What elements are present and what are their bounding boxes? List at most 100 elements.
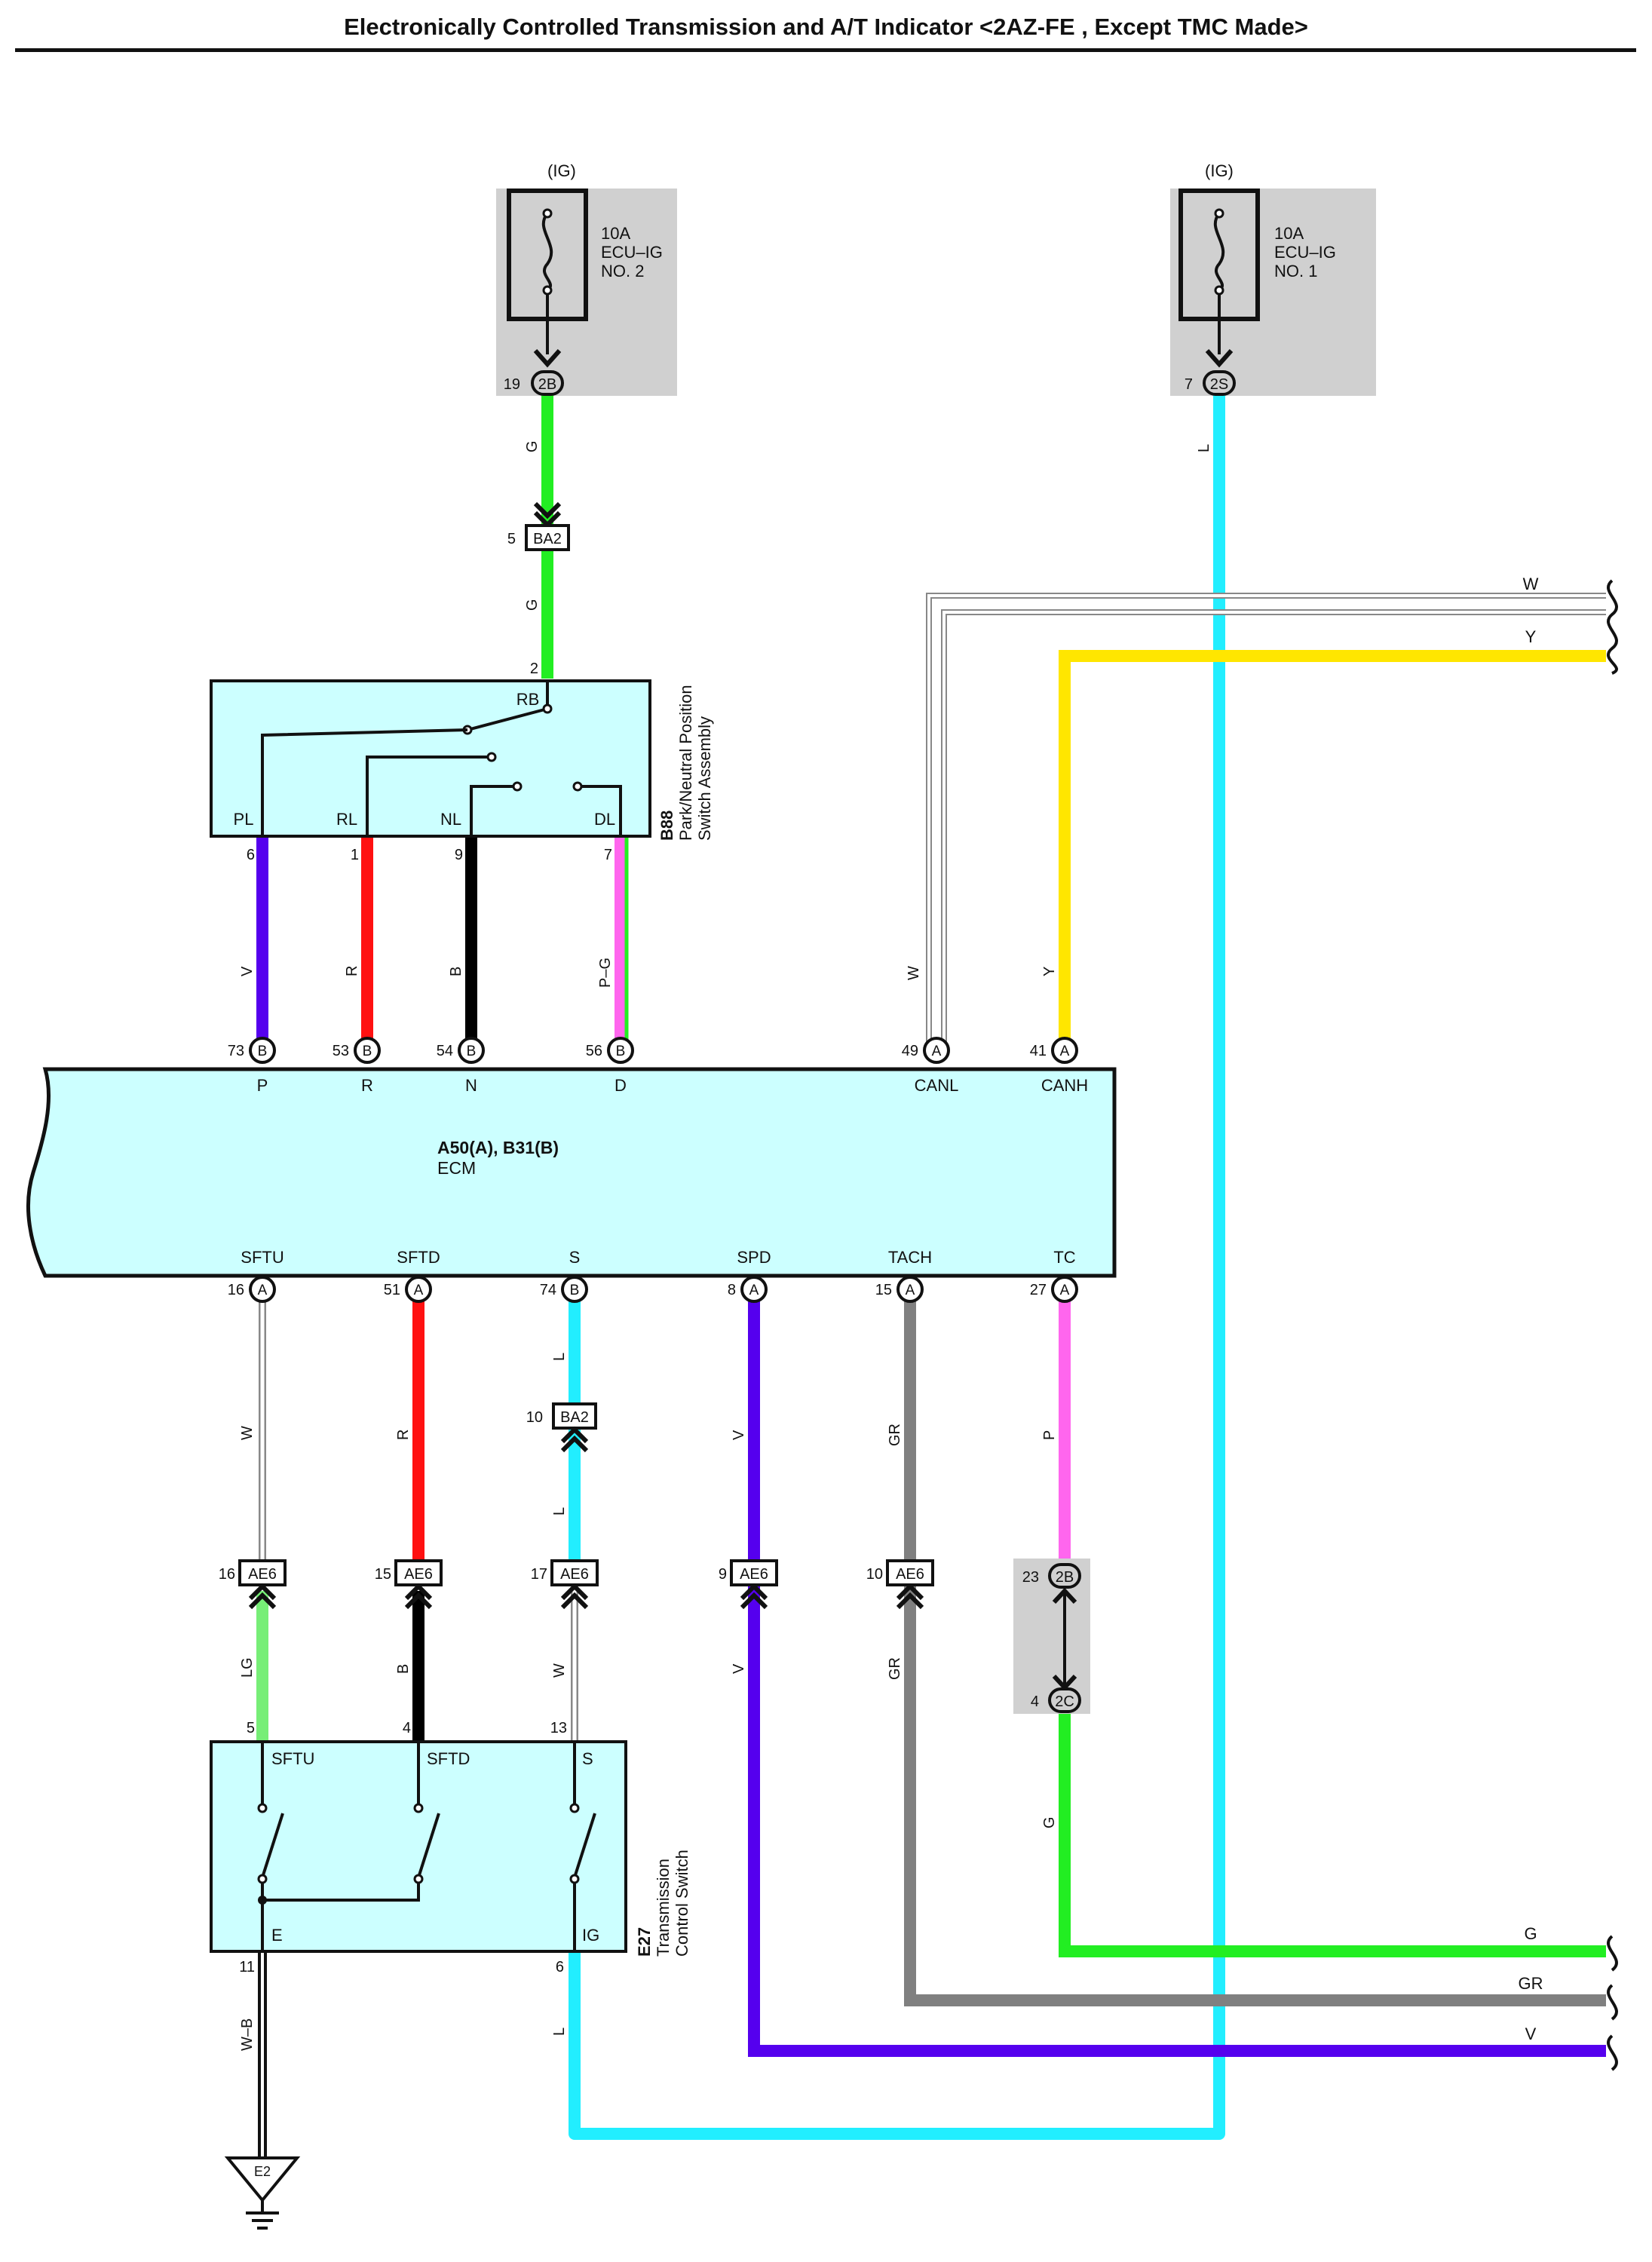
ecm-pin: B 53R xyxy=(333,1037,381,1095)
wire-color-label: R xyxy=(395,1430,412,1440)
wire-tc-g xyxy=(1059,1712,1606,1957)
wire-color-label: G xyxy=(524,440,541,452)
chevron-icon xyxy=(560,1592,589,1610)
edge-wire-label: W xyxy=(1523,575,1539,593)
pin-number: 17 xyxy=(531,1566,547,1583)
connector-letter: A xyxy=(932,1044,942,1059)
chevron-icon xyxy=(560,1583,589,1601)
fuse-name: ECU–IG xyxy=(601,243,663,262)
connector-letter: B xyxy=(616,1044,626,1059)
connector-letter: B xyxy=(258,1044,268,1059)
edge-wire-label: GR xyxy=(1519,1974,1543,1993)
wire-w xyxy=(941,609,1606,1058)
terminal-label: SFTU xyxy=(271,1749,314,1768)
terminal-label: S xyxy=(582,1749,593,1768)
ecm-terminal-label: R xyxy=(361,1076,373,1095)
fuse-terminal-top xyxy=(1214,208,1224,219)
pin-number: 53 xyxy=(333,1043,349,1059)
component-code: E27 xyxy=(635,1927,654,1957)
break-mark-icon xyxy=(1607,1935,1618,1972)
switch-contact xyxy=(413,1803,424,1813)
component-code: B88 xyxy=(657,811,676,841)
fuse-icon xyxy=(1213,212,1225,292)
connector-label: 2S xyxy=(1210,376,1228,393)
component-name: Park/Neutral Position xyxy=(676,685,695,841)
break-mark-icon xyxy=(1607,579,1618,675)
wire-color-label: L xyxy=(551,1353,568,1361)
chevron-icon xyxy=(404,1592,433,1610)
fuse-number: NO. 2 xyxy=(601,262,644,280)
connector-label: BA2 xyxy=(533,531,562,547)
chevron-icon xyxy=(896,1592,924,1610)
chevron-icon xyxy=(740,1583,768,1601)
wire-color-label: GR xyxy=(887,1657,903,1680)
switch-common-line xyxy=(261,1883,420,1902)
pin-number: 1 xyxy=(351,847,359,863)
pin-number: 10 xyxy=(526,1409,543,1426)
pin-number: 5 xyxy=(247,1720,255,1736)
pin-number: 9 xyxy=(455,847,463,863)
fuse-rating: 10A xyxy=(1274,224,1304,243)
pin-number: 27 xyxy=(1030,1282,1047,1298)
connector-letter: B xyxy=(467,1044,477,1059)
connector-2b xyxy=(531,370,564,396)
fuse-power-label: (IG) xyxy=(547,161,576,180)
fuse-terminal-bottom xyxy=(542,285,553,296)
fuse-number: NO. 1 xyxy=(1274,262,1317,280)
ecm-terminal-label: CANH xyxy=(1041,1076,1088,1095)
connector-2s xyxy=(1203,370,1236,396)
wire-color-label: B xyxy=(395,1664,412,1674)
ground-icon xyxy=(224,2156,301,2203)
pin-number: 15 xyxy=(375,1566,391,1583)
wire-color-label: L xyxy=(551,2028,568,2036)
pin-number: 6 xyxy=(556,1959,564,1975)
switch-contact xyxy=(486,752,497,762)
component-name: Control Switch xyxy=(673,1850,691,1957)
connector-label: AE6 xyxy=(896,1566,924,1583)
terminal-label: SFTD xyxy=(427,1749,470,1768)
wire-color-label: G xyxy=(524,599,541,611)
pin-connector-circle xyxy=(1051,1037,1078,1064)
switch-line-dl xyxy=(581,785,622,837)
pin-number: 4 xyxy=(403,1720,411,1736)
connector-label: AE6 xyxy=(740,1566,768,1583)
pin-number: 16 xyxy=(219,1566,235,1583)
fuse-rating: 10A xyxy=(601,224,630,243)
terminal-label: IG xyxy=(582,1926,599,1945)
connector-letter: B xyxy=(363,1044,372,1059)
connector-letter: A xyxy=(749,1283,759,1298)
pin-number: 15 xyxy=(875,1282,892,1298)
switch-contact xyxy=(572,781,583,792)
chevron-icon xyxy=(560,1435,589,1453)
pin-number: 8 xyxy=(728,1282,736,1298)
pin-connector-circle xyxy=(458,1037,485,1064)
fuse-arrow-icon xyxy=(1205,349,1234,368)
pin-number: 5 xyxy=(507,531,516,547)
wire-color-label: P xyxy=(1041,1430,1058,1440)
terminal-label: RB xyxy=(516,690,540,709)
wire-color-label: GR xyxy=(887,1424,903,1446)
diagram-title: Electronically Controlled Transmission a… xyxy=(344,14,1308,40)
arrow-up-icon xyxy=(1052,1587,1077,1605)
fuse-icon xyxy=(541,212,553,292)
wire-color-label: W xyxy=(551,1663,568,1678)
chevron-icon xyxy=(740,1592,768,1610)
switch-line-rl xyxy=(366,756,488,837)
pin-number: 2 xyxy=(530,661,538,677)
switch-contact xyxy=(569,1874,580,1884)
wire-spd-v xyxy=(748,1301,1606,2057)
connector-label: AE6 xyxy=(560,1566,589,1583)
pin-number: 6 xyxy=(247,847,255,863)
connector-ba2-top xyxy=(525,524,570,551)
chevron-icon xyxy=(896,1583,924,1601)
wire-color-label: V xyxy=(239,966,256,976)
switch-contact xyxy=(257,1803,268,1813)
connector-letter: A xyxy=(1060,1044,1070,1059)
